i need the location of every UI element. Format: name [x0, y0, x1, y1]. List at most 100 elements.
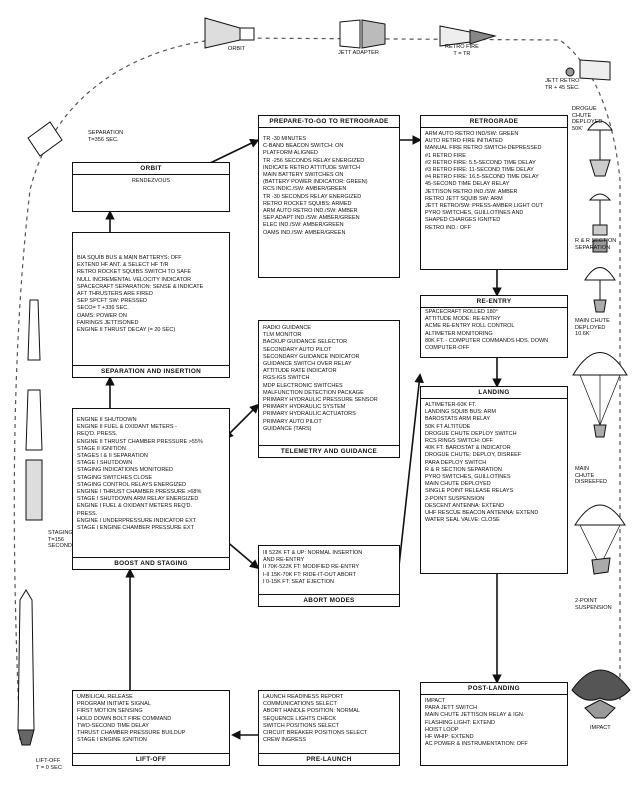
box-retrograde-list: ARM AUTO RETRO IND/SW: GREEN AUTO RETRO … — [421, 128, 567, 235]
list-item: IMPACT — [425, 698, 446, 704]
list-item: CIRCUIT BREAKER POSITIONS SELECT — [263, 730, 368, 737]
list-item: OAMS: POWER ON — [77, 312, 127, 319]
list-item: 45-SECOND TIME DELAY RELAY — [425, 181, 510, 188]
label-rr-l1: R & R SECTION — [575, 238, 617, 244]
list-item: PARA JETT SWITCH — [425, 705, 478, 712]
list-item: AC POWER & INSTRUMENTATION: OFF — [425, 741, 528, 748]
list-item: JETTISON RETRO IND./SW: AMBER — [425, 188, 518, 195]
list-item: TWO-SECOND TIME DELAY — [77, 722, 149, 729]
list-item: ENGINE II SHUTDOWN — [77, 417, 137, 423]
list-item: AND RE-ENTRY — [263, 557, 305, 564]
list-item: NULL INCREMENTAL VELOCITY INDICATOR — [77, 276, 192, 283]
list-item: C-BAND BEACON SWITCH: ON — [263, 143, 344, 150]
list-item: RETRO ROCKET SQUIBS: ARMED — [263, 200, 352, 207]
list-item: PARA DEPLOY SWITCH — [425, 459, 487, 466]
list-item: SEP SPCFT SW: PRESSED — [77, 298, 147, 305]
list-item: ABORT HANDLE POSITION: NORMAL — [263, 708, 360, 715]
box-telemetry: RADIO GUIDANCE TLM MONITOR BACKUP GUIDAN… — [258, 320, 400, 458]
list-item: EXTEND HF ANT. & SELECT HF T/R — [77, 262, 169, 269]
list-item: ENGINE I THRUST CHAMBER PRESSURE >68% — [77, 489, 202, 496]
list-item: STAGE I SHUTDOWN ARM RELAY ENERGIZED — [77, 496, 199, 503]
box-liftoff-title: LIFT-OFF — [73, 753, 229, 765]
box-boost-title: BOOST AND STAGING — [73, 557, 229, 569]
list-item: ALTIMETER MONITORING — [425, 330, 493, 337]
two-point-suspension-icon — [574, 504, 626, 575]
box-reentry-title: RE-ENTRY — [421, 296, 567, 308]
label-lo-l2: T = 0 SEC — [36, 764, 62, 771]
list-item: PRIMARY HYDRAULIC PRESSURE SENSOR — [263, 397, 378, 404]
list-item: SHAPED CHARGES IGNITED — [425, 217, 501, 224]
list-item: BIA SQUIB BUS & MAIN BATTERYS: OFF — [77, 255, 182, 261]
list-item: SECONDARY GUIDANCE INDICATOR — [263, 353, 360, 360]
list-item: RETRO JETT SQUIB SW: ARM — [425, 195, 503, 202]
box-boost-list: ENGINE II SHUTDOWN ENGINE II FUEL & OXID… — [73, 409, 229, 535]
list-item: II 70K-522K FT: MODIFIED RE-ENTRY — [263, 564, 360, 571]
label-rr-l2: SEPARATION — [575, 244, 611, 251]
label-retro-fire-text: RETRO FIRE — [445, 44, 479, 50]
list-item: STAGE I ENGINE IGNITION — [77, 737, 147, 744]
label-jett-adapter: JETT ADAPTER — [338, 50, 379, 56]
list-item: DROGUE CHUTE: DEPLOY, DISREEF — [425, 452, 522, 459]
box-orbit-title: ORBIT — [73, 163, 229, 175]
list-item: BACKUP GUIDANCE SELECTOR — [263, 339, 348, 346]
list-item: ARM AUTO RETRO IND/SW: GREEN — [425, 131, 519, 137]
list-item: HOIST LOOP — [425, 726, 459, 733]
label-stg-l2: T=156 — [48, 536, 65, 543]
list-item: MANUAL FIRE RETRO SWITCH-DEPRESSED — [425, 145, 542, 152]
label-stg-l3: SECONDS — [48, 543, 76, 550]
label-jett-retro-time: TR + 45 SEC. — [545, 84, 580, 91]
list-item: OAMS IND./SW: AMBER/GREEN — [263, 229, 346, 236]
list-item: MAIN CHUTE JETTISON RELAY & IGN. — [425, 712, 525, 719]
list-item: SPACECRAFT SEPARATION: SENSE & INDICATE — [77, 283, 204, 290]
list-item: STAGES I & II SEPARATION — [77, 453, 148, 460]
box-boost: ENGINE II SHUTDOWN ENGINE II FUEL & OXID… — [72, 408, 230, 570]
label-drogue-l3: DEPLOYED — [572, 119, 603, 126]
list-item: ENGINE I UNDERPRESSURE INDICATOR EXT — [77, 517, 196, 524]
list-item: SEQUENCE LIGHTS CHECK — [263, 715, 337, 722]
list-item: STAGING CONTROL RELAYS ENERGIZED — [77, 481, 186, 488]
list-item: STAGING SWITCHES CLOSE — [77, 474, 153, 481]
box-postlanding: POST-LANDING IMPACT PARA JETT SWITCH MAI… — [420, 682, 568, 766]
label-stg-l1: STAGING — [48, 530, 73, 536]
list-item: PYRO SWITCHES, GUILLOTINES — [425, 474, 511, 481]
label-main-deployed: MAIN CHUTE DEPLOYED 10.6K' — [575, 318, 610, 338]
main-chute-deployed-icon — [584, 267, 616, 313]
list-item: 50K FT ALTITUDE — [425, 423, 471, 430]
list-item: I-II 15K-70K FT: RIDE-IT-OUT ABORT — [263, 571, 357, 578]
list-item: AFT THRUSTERS ARE FIRED — [77, 291, 153, 298]
list-item: DESCENT ANTENNA: EXTEND — [425, 502, 505, 509]
box-telemetry-title: TELEMETRY AND GUIDANCE — [259, 445, 399, 457]
list-item: #4 RETRO FIRE: 16.5-SECOND TIME DELAY — [425, 174, 539, 181]
list-item: CREW INGRESS — [263, 737, 307, 744]
list-item: ACME RE-ENTRY ROLL CONTROL — [425, 323, 515, 330]
list-item: 80K FT. - COMPUTER COMMANDS HDS. DOWN — [425, 337, 549, 344]
rr-section-icon — [588, 193, 612, 253]
list-item: ALTIMETER-60K FT. — [425, 402, 477, 408]
box-prepare-list: TR -30 MINUTES C-BAND BEACON SWITCH: ON … — [259, 128, 399, 240]
list-item: STAGE I SHUTDOWN — [77, 460, 133, 467]
jett-adapter-icon — [339, 19, 386, 49]
label-jett-retro-text: JETT RETRO — [545, 78, 580, 84]
jett-retro-icon — [565, 59, 611, 81]
list-item: ATTITUDE RATE INDICATOR — [263, 368, 337, 375]
rocket-staging-icon — [25, 299, 43, 521]
list-item: #2 RETRO FIRE: 5.5-SECOND TIME DELAY — [425, 159, 536, 166]
label-drogue: DROGUE CHUTE DEPLOYED 50K' — [572, 106, 602, 132]
list-item: WATER SEAL VALVE: CLOSE — [425, 517, 500, 524]
box-reentry: RE-ENTRY SPACECRAFT ROLLED 180° ATTITUDE… — [420, 295, 568, 358]
label-sep-l1: SEPARATION — [88, 130, 124, 136]
drogue-chute-icon — [587, 120, 613, 177]
label-tp-l2: SUSPENSION — [575, 604, 612, 611]
label-orbit: ORBIT — [228, 46, 246, 52]
list-item: PLATFORM ALIGNED — [263, 150, 318, 157]
list-item: REQ'D. PRESS. — [77, 431, 118, 438]
label-drogue-l2: CHUTE — [572, 112, 592, 119]
label-mdr-l3: DISREEFED — [575, 479, 608, 486]
list-item: SECO= T +336 SEC. — [77, 305, 129, 312]
box-prelaunch-list: LAUNCH READINESS REPORT COMMUNICATIONS S… — [259, 691, 399, 747]
label-mdr-l1: MAIN — [575, 466, 589, 472]
label-retro-fire: RETRO FIRE T = TR — [445, 44, 479, 57]
box-abort-title: ABORT MODES — [259, 594, 399, 606]
list-item: ATTITUDE MODE: RE-ENTRY — [425, 316, 501, 323]
